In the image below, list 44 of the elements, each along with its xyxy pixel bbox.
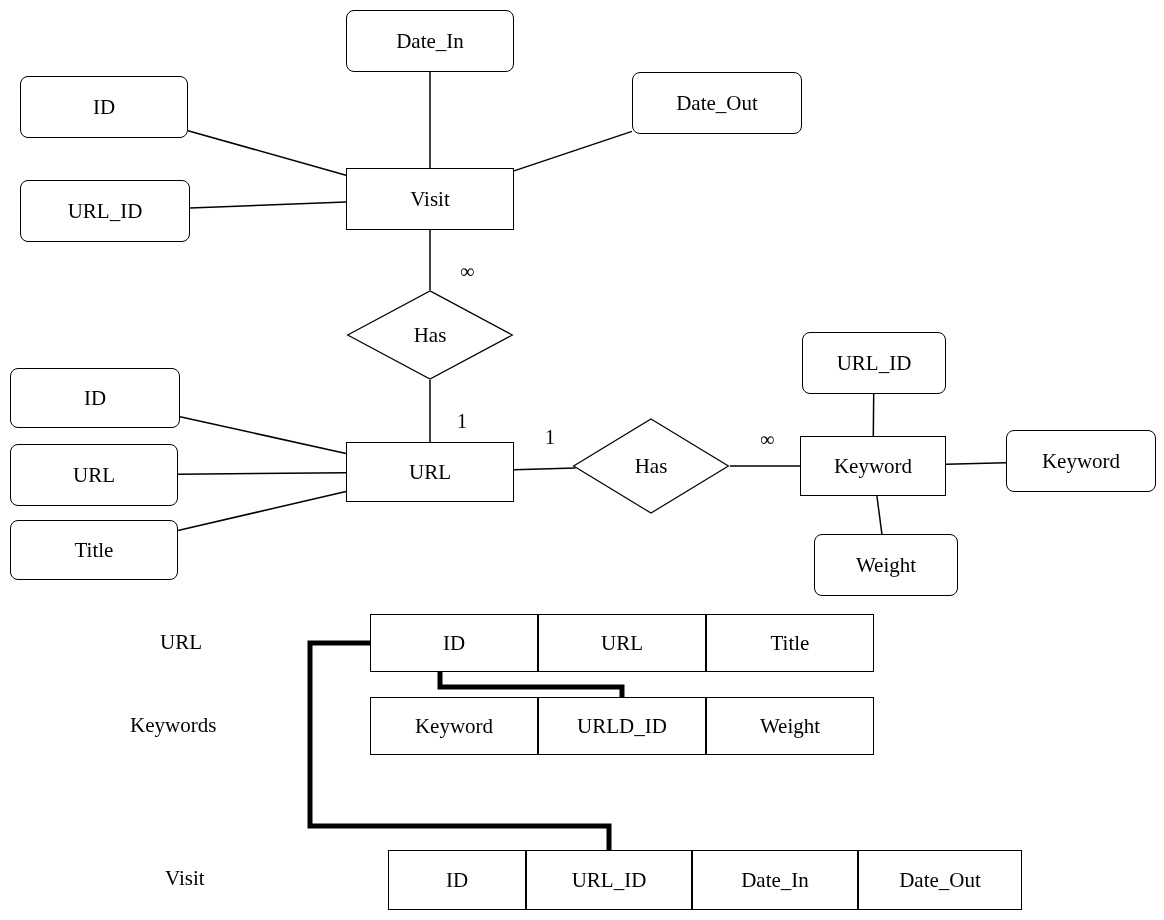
foreign-key-line [307,640,612,850]
connector-line [187,129,347,177]
table-cell: URL_ID [526,850,692,910]
connector-line [179,416,347,455]
connector-line [872,393,875,437]
connector-line [429,71,431,169]
table-cell: URL [538,614,706,672]
connector-line [429,379,431,443]
entity-box: Keyword [800,436,946,496]
table-cell: Date_Out [858,850,1022,910]
attribute-box: Keyword [1006,430,1156,492]
connector-line [429,229,431,291]
table-cell: ID [370,614,538,672]
table-cell: Date_In [692,850,858,910]
connector-line [876,495,883,535]
attribute-box: ID [10,368,180,428]
attribute-box: Title [10,520,178,580]
table-name-label: URL [160,630,202,655]
entity-box: Visit [346,168,514,230]
connector-line [945,462,1007,465]
connector-line [177,490,347,532]
relationship-diamond: Has [346,290,514,380]
connector-line [177,472,347,476]
table-name-label: Keywords [130,713,217,738]
table-cell: URLD_ID [538,697,706,755]
attribute-box: Weight [814,534,958,596]
entity-box: URL [346,442,514,502]
attribute-box: Date_Out [632,72,802,134]
table-cell: Keyword [370,697,538,755]
attribute-box: URL [10,444,178,506]
connector-line [513,130,633,172]
foreign-key-line [437,672,625,697]
attribute-box: URL_ID [802,332,946,394]
attribute-box: URL_ID [20,180,190,242]
attribute-box: ID [20,76,188,138]
table-name-label: Visit [165,866,205,891]
table-cell: Weight [706,697,874,755]
connector-line [513,467,577,471]
connector-line [189,201,347,209]
connector-line [729,465,801,467]
relationship-diamond: Has [572,418,730,514]
table-cell: Title [706,614,874,672]
table-cell: ID [388,850,526,910]
attribute-box: Date_In [346,10,514,72]
